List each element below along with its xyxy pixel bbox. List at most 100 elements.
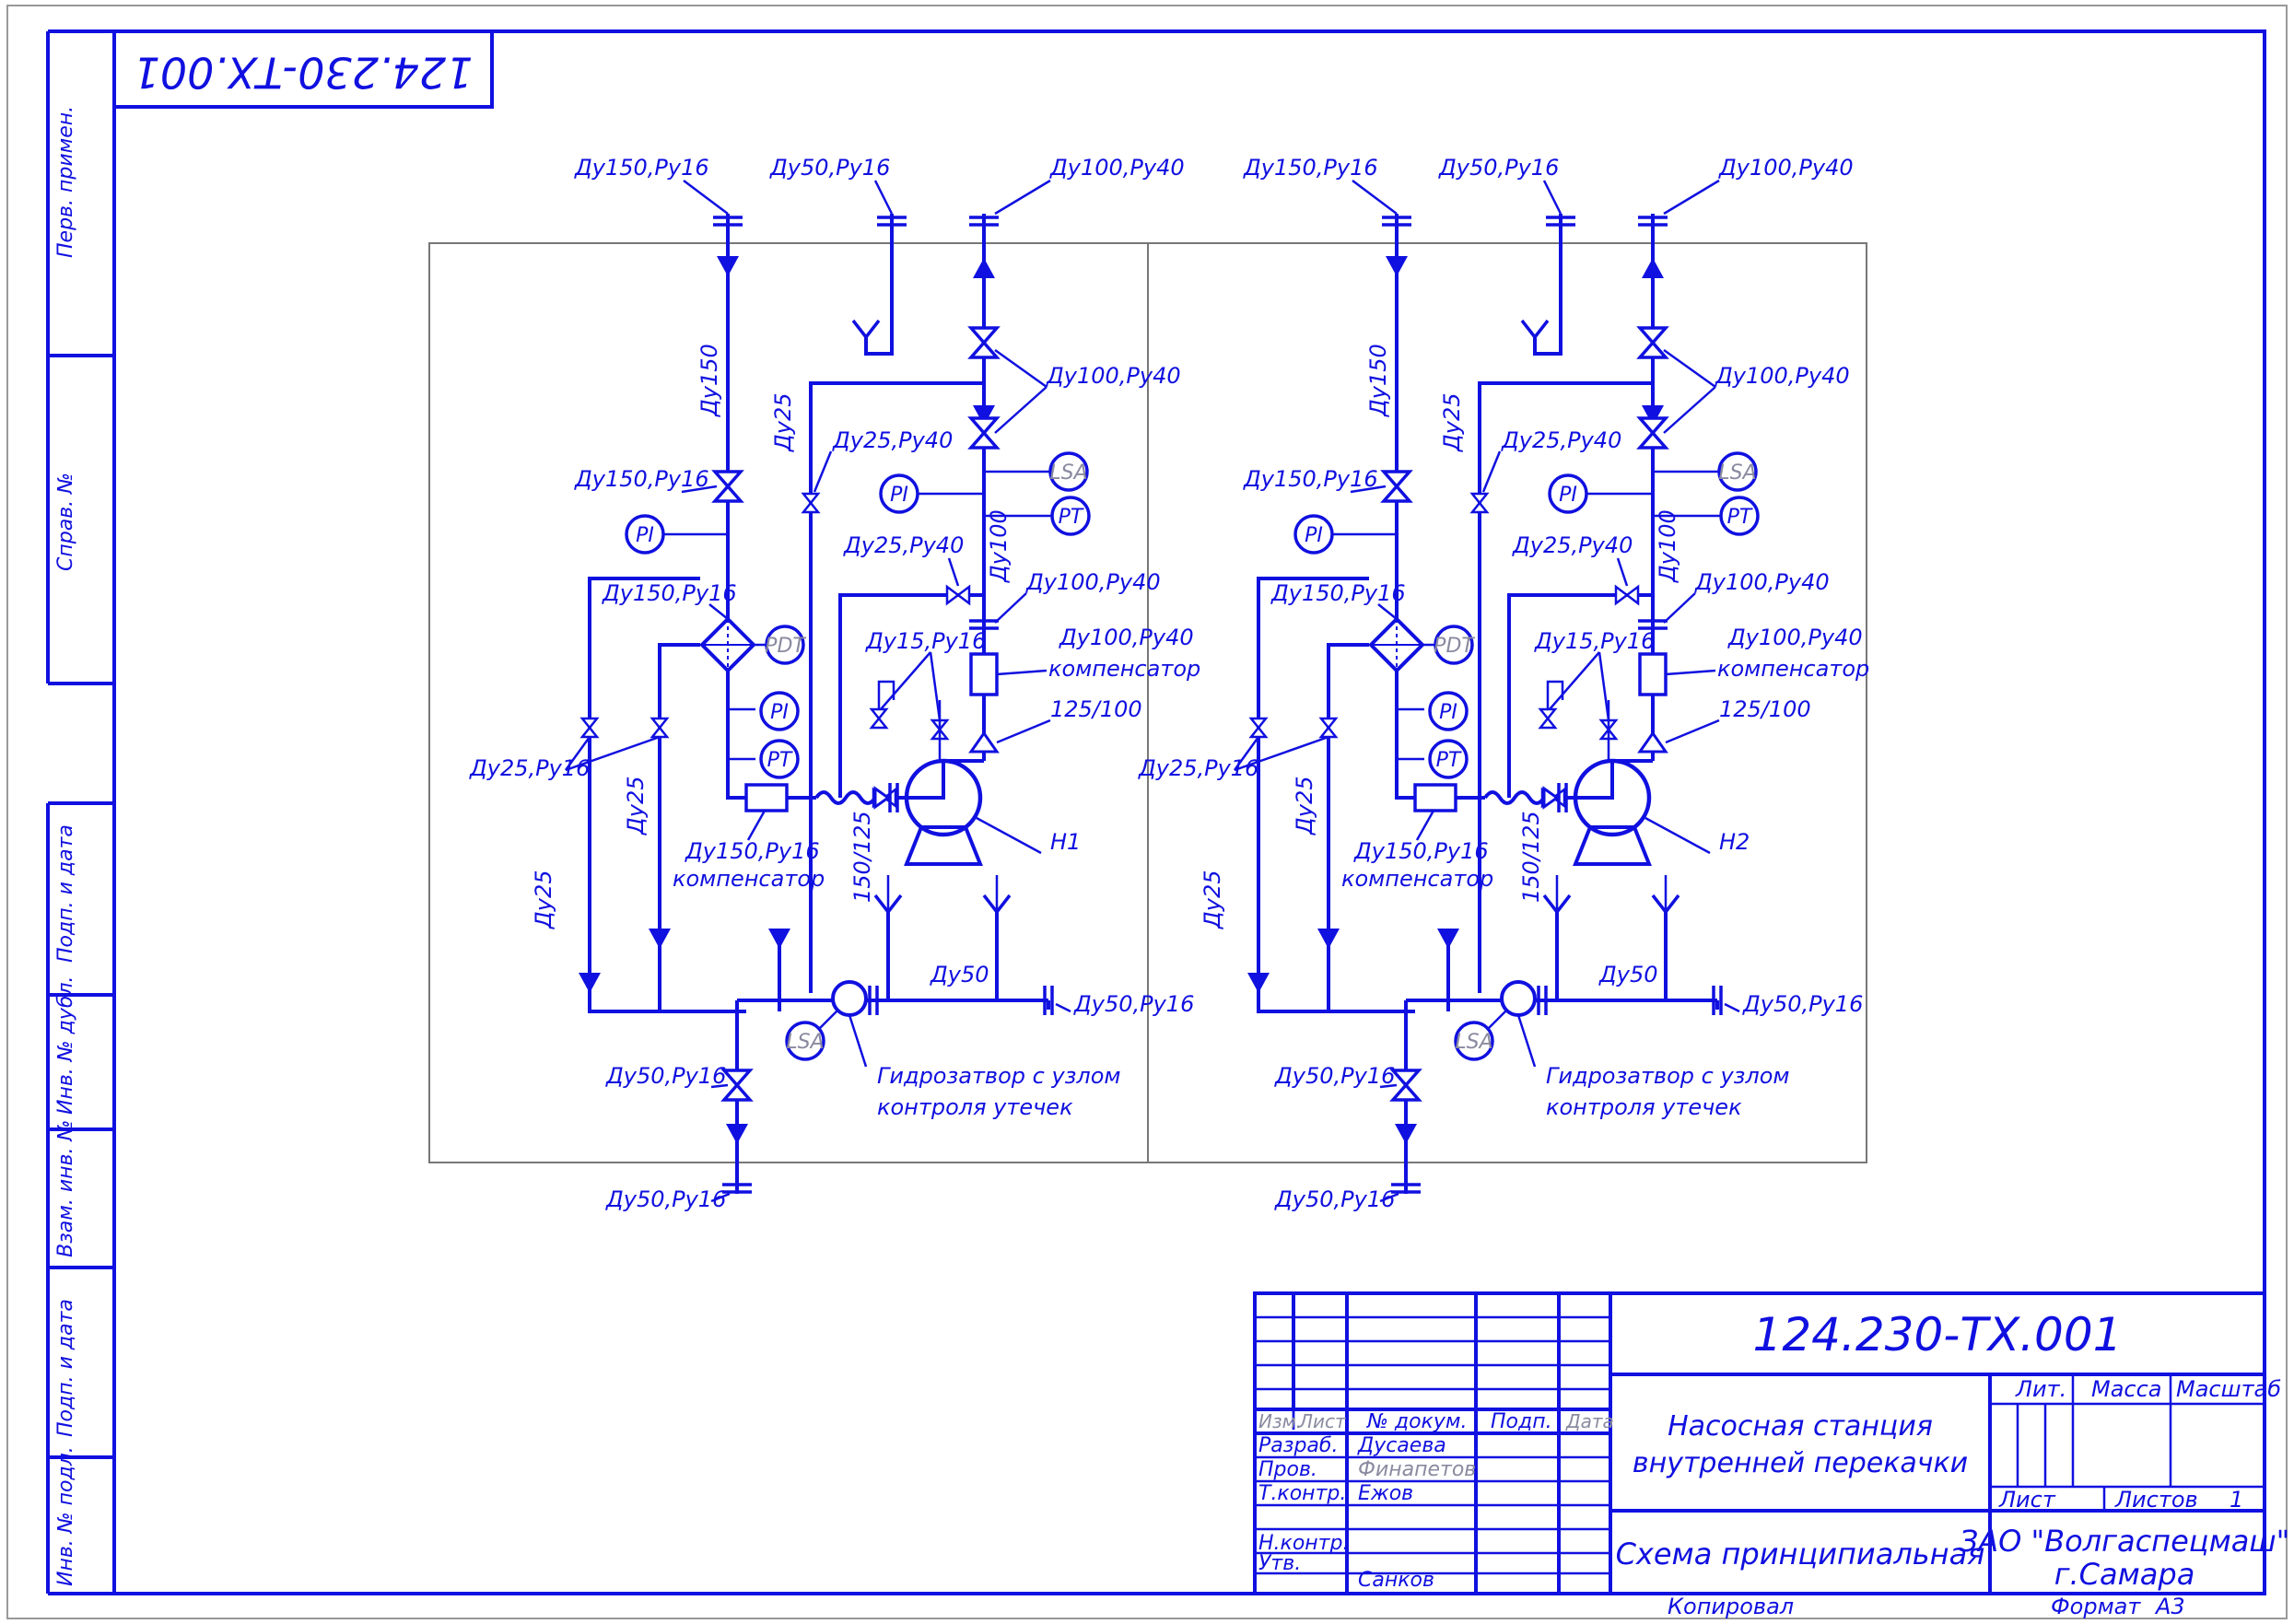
seal-valve-1 [870,707,888,730]
tb-massa: Масса [2091,1376,2162,1402]
outlet-valve-1 [969,326,999,359]
label-dn50: Ду50 [1598,962,1658,987]
svg-text:LSA: LSA [1049,461,1087,485]
label-comp-out: компенсатор [1048,656,1200,682]
tb-name-razrab: Дусаева [1357,1434,1446,1457]
tb-title-1: Насосная станция [1668,1410,1933,1443]
flow-arrow-down [1386,256,1408,276]
tb-izm: Изм. [1258,1410,1302,1432]
pt-suction: PT [1428,739,1469,779]
tb-sheet: Лист [1998,1487,2056,1513]
tb-format: Формат [2051,1594,2141,1619]
drain-arrow-3 [768,929,790,949]
label-inlet: Ду150,Ру16 [1243,155,1378,181]
label-bypass-riser: Ду25 [770,393,796,453]
label-pump: Н1 [1050,829,1081,855]
label-comp-in: компенсатор [673,866,825,892]
side-label-vzam: Взам. инв. № [54,1120,77,1257]
tb-org-1: ЗАО "Волгаспецмаш" [1960,1524,2290,1559]
label-outlet-right: Ду50,Ру16 [1073,991,1194,1017]
lsa-hydro-seal: LSA [785,1021,825,1061]
drain-arrow-1 [1247,973,1270,993]
pdt-gauge: PDT [765,625,806,665]
tb-title-2: внутренней перекачки [1633,1447,1968,1479]
label-drain-riser-1: Ду25 [1200,870,1225,930]
flow-arrow-up [1642,258,1664,278]
label-outlet: Ду100,Ру40 [1049,155,1185,181]
label-inlet: Ду150,Ру16 [574,155,709,181]
pi-after-filter: PI [1428,691,1469,731]
tb-role-prov: Пров. [1258,1458,1317,1481]
svg-text:PI: PI [770,701,789,724]
tb-doc-number: 124.230-ТХ.001 [1753,1308,2123,1361]
drain-arrow-3 [1437,929,1459,949]
label-out-riser: Ду100 [986,509,1012,583]
label-bypass-valve: Ду25,Ру40 [832,427,953,453]
inlet-valve [713,470,743,503]
label-comp-out-dn: Ду100,Ру40 [1727,625,1863,650]
compensator-in [1413,783,1457,812]
title-block: Изм. Лист № докум. Подп. Дата Разраб. Ду… [1253,1291,2290,1619]
side-label-podp2: Подп. и дата [54,1299,77,1437]
lsa-discharge: LSA [1048,451,1089,492]
tb-org-2: г.Самара [2054,1557,2195,1592]
bypass-valve [1470,492,1489,514]
label-outlet-valves: Ду100,Ру40 [1715,363,1850,389]
label-drain-riser-1: Ду25 [531,870,556,930]
drain-main-valve [1391,1069,1421,1102]
pi-after-filter: PI [759,691,800,731]
svg-text:PT: PT [767,749,793,772]
drain-arrow-1 [579,973,601,993]
tb-sheets: Листов [2114,1487,2198,1513]
seal-valve-1 [1539,707,1557,730]
side-label-sprav: Справ. № [54,473,77,571]
tb-sheets-value: 1 [2230,1487,2243,1513]
label-seal-valves: Ду15,Ру16 [1534,628,1655,654]
label-filter: Ду150,Ру16 [602,580,737,606]
label-hydro-2: контроля утечек [877,1094,1073,1120]
label-reducer-out: 125/100 [1050,696,1142,722]
label-out-check: Ду100,Ру40 [1694,569,1830,595]
pt-discharge: PT [1050,496,1091,536]
label-valve-bottom: Ду50,Ру16 [605,1063,726,1089]
tb-sign: Подп. [1491,1410,1552,1433]
outlet-valve-2 [969,416,999,450]
label-drain-riser-2: Ду25 [1292,777,1317,836]
svg-text:PT: PT [1059,506,1084,529]
label-comp-out-dn: Ду100,Ру40 [1059,625,1194,650]
svg-text:PI: PI [890,484,908,507]
drain-valve-1 [1249,717,1268,739]
tb-copied: Копировал [1668,1594,1794,1619]
label-reducer-in: 150/125 [1518,811,1544,903]
tb-role-nkontr: Н.контр. [1258,1532,1349,1555]
pi-discharge: PI [879,473,919,514]
side-label-perv: Перв. примен. [54,106,77,258]
stamp-top: 124.230-ТХ.001 [134,48,474,98]
label-vent: Ду50,Ру16 [769,155,890,181]
label-seal-valves: Ду15,Ру16 [865,628,986,654]
side-label-inv-podl: Инв. № подл. [54,1446,77,1586]
recirc-valve [945,585,971,605]
tb-subtitle: Схема принципиальная [1616,1536,1985,1571]
pi-suction: PI [1293,514,1334,555]
tb-lit: Лит. [2015,1376,2066,1402]
label-out-check: Ду100,Ру40 [1025,569,1161,595]
label-reducer-in: 150/125 [849,811,875,903]
drain-arrow-2 [1317,929,1340,949]
drain-main-arrow [1395,1124,1417,1144]
pi-discharge: PI [1548,473,1588,514]
tb-role-utv: Утв. [1258,1552,1301,1575]
tb-role-razrab: Разраб. [1258,1434,1338,1457]
outlet-valve-2 [1638,416,1668,450]
label-out-riser: Ду100 [1655,509,1680,583]
label-pump: Н2 [1719,829,1750,855]
tb-name-prov: Финапетов [1358,1458,1476,1481]
compensator-out [969,652,999,696]
label-reducer-out: 125/100 [1719,696,1811,722]
svg-text:PDT: PDT [765,635,806,658]
label-comp-in-dn: Ду150,Ру16 [1353,838,1489,864]
tb-masshtab: Масштаб [2176,1376,2281,1402]
recirc-valve [1614,585,1640,605]
tb-format-value: А3 [2154,1594,2185,1619]
